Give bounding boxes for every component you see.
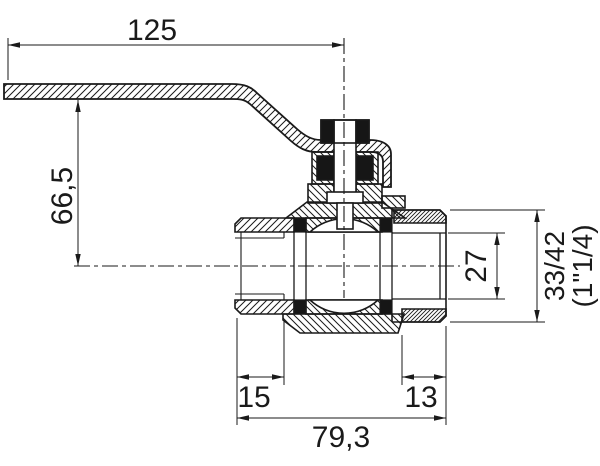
- dimension-bore-diameter: 27: [448, 232, 505, 300]
- packing-nut: [320, 119, 370, 144]
- arrowhead: [534, 210, 540, 222]
- stem-collar: [326, 191, 364, 204]
- stem-packing-left: [316, 155, 335, 181]
- dimension-right-thread-length: 13: [401, 326, 447, 425]
- dimension-label-right-thread-length: 13: [404, 381, 437, 414]
- packing-nut-left-flat: [320, 119, 335, 144]
- arrowhead: [434, 415, 446, 421]
- dimension-label-thread-size-mm: 33/42: [539, 231, 570, 301]
- packing-nut-right-flat: [355, 119, 370, 144]
- arrowhead: [332, 42, 344, 48]
- valve-stem: [333, 119, 357, 204]
- arrowhead: [494, 287, 500, 299]
- dimension-label-left-thread-length: 15: [237, 381, 270, 414]
- arrowhead: [75, 100, 81, 112]
- arrowhead: [534, 310, 540, 322]
- dimension-height-to-axis: 66,5: [46, 100, 81, 266]
- dimension-label-height-to-axis: 66,5: [46, 167, 79, 225]
- centerlines: [74, 38, 460, 298]
- valve-body: [234, 191, 447, 334]
- arrowhead: [434, 374, 446, 380]
- arrowhead: [75, 254, 81, 266]
- lever-handle-bar: [3, 83, 392, 188]
- dimension-label-lever-length: 125: [127, 14, 177, 47]
- dimension-overall-length: 79,3: [237, 415, 446, 454]
- arrowhead: [494, 233, 500, 245]
- arrowhead: [237, 415, 249, 421]
- seat-seal-bottom-left: [293, 299, 307, 315]
- left-cap-top-wall: [234, 217, 295, 233]
- seat-seal-top-left: [293, 217, 307, 233]
- left-female-thread-lines: [235, 232, 285, 300]
- dimension-label-bore-diameter: 27: [460, 249, 493, 282]
- dimension-lever-length: 125: [7, 14, 344, 80]
- arrowhead: [402, 374, 414, 380]
- arrowhead: [272, 374, 284, 380]
- arrowhead: [237, 374, 249, 380]
- right-thread-top: [393, 209, 447, 224]
- arrowhead: [8, 42, 20, 48]
- dimension-left-thread-length: 15: [236, 318, 285, 425]
- right-thread-bottom: [401, 308, 447, 323]
- stem-tang: [336, 202, 354, 230]
- dimension-label-thread-size-inch: (1"1/4): [567, 224, 598, 307]
- seat-seal-bottom-right: [379, 299, 393, 315]
- dimension-label-overall-length: 79,3: [312, 421, 370, 454]
- dimension-thread-size: 33/42 (1"1/4): [450, 209, 598, 323]
- body-bottom-boss: [282, 313, 406, 334]
- stem-packing-right: [355, 155, 374, 181]
- stem-gland-assembly: [307, 119, 383, 204]
- dimensions: 125 66,5 27 33/42 (1"1/4) 15: [7, 14, 598, 454]
- seat-seal-top-right: [379, 217, 393, 233]
- lever-handle: [3, 83, 392, 188]
- left-cap-bottom-wall: [234, 299, 295, 315]
